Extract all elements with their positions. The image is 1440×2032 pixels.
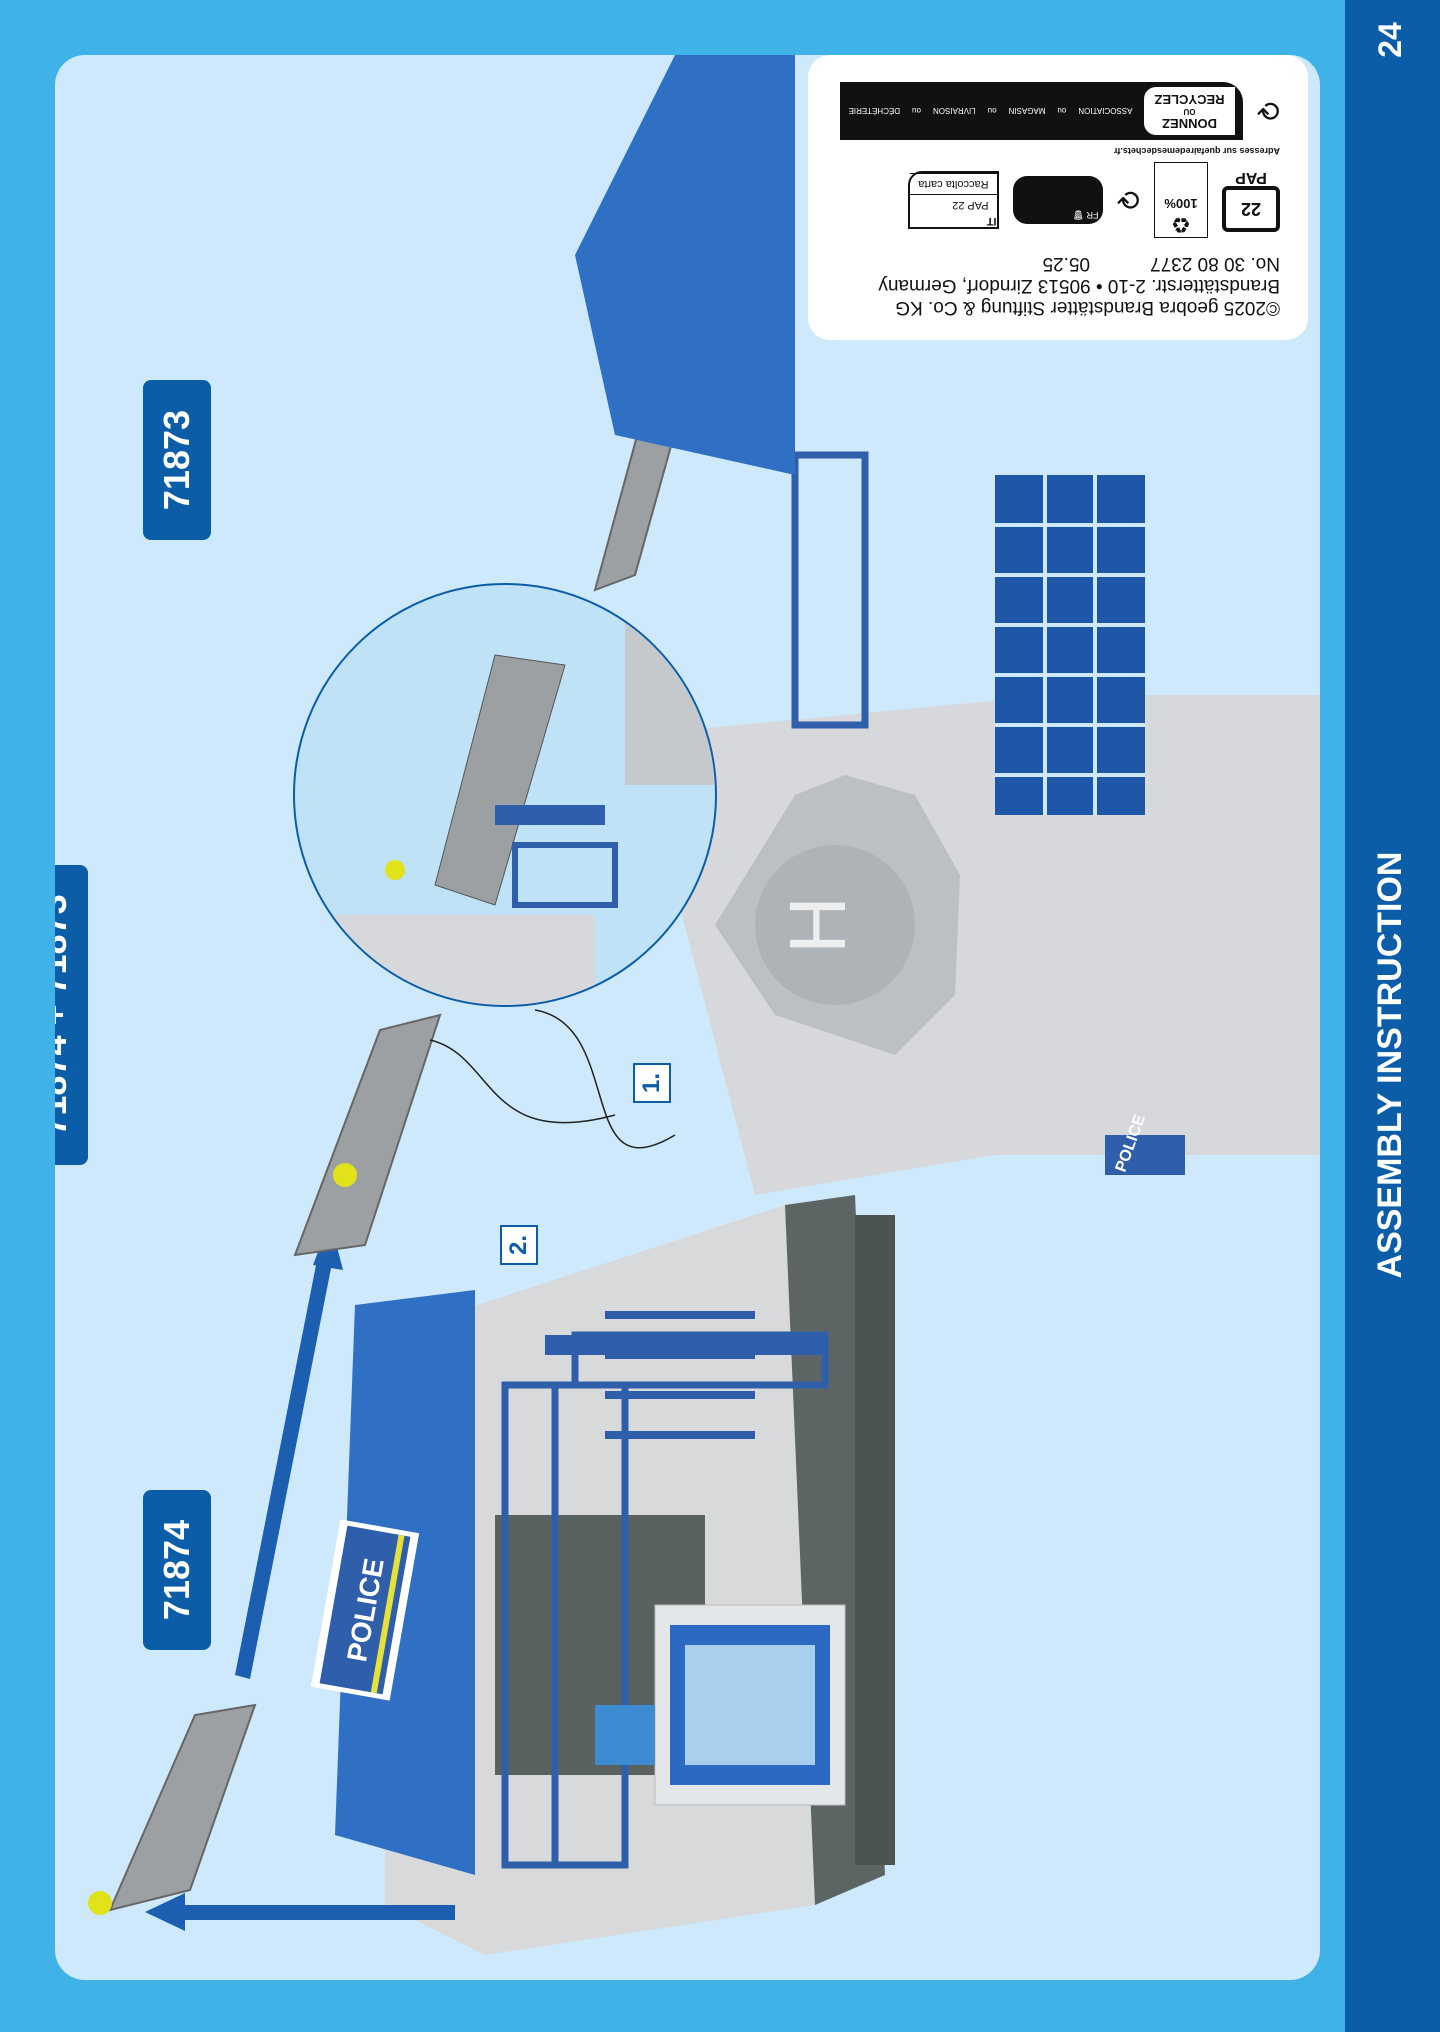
illustration-panel: POLICE H POLICE 71874 + 71873 71873 (55, 55, 1320, 1980)
website-text: Adresses sur quefairedemesdechets.fr (1113, 146, 1280, 156)
police-sign: POLICE (310, 1519, 420, 1701)
set-tag-71873: 71873 (143, 380, 211, 540)
set-tag-71874-label: 71874 (156, 1519, 197, 1621)
triman-icon-2: ⟳ (1256, 95, 1280, 127)
set-tag-71873-label: 71873 (156, 409, 197, 511)
police-station-71873: H POLICE (575, 55, 1320, 1195)
fr-paper-bin-icon: FR 🗑 (1012, 176, 1103, 224)
address-text: Brandstätterstr. 2-10 • 90513 Zirndorf, … (878, 275, 1280, 296)
item-number: No. 30 80 2377 (1150, 253, 1280, 274)
detail-zoom-circle (293, 583, 717, 1007)
set-tag-combined-label: 71874 + 71873 (55, 894, 74, 1136)
recycled-paper-icon: ♻100% (1154, 162, 1208, 238)
page-number: 24 (1371, 22, 1408, 58)
copyright-text: ©2025 geobra Brandstätter Stiftung & Co.… (895, 297, 1280, 318)
print-date: 05.25 (1042, 253, 1091, 274)
set-tag-71874: 71874 (143, 1490, 211, 1650)
section-title: ASSEMBLY INSTRUCTION (1370, 851, 1409, 1279)
step-2-label: 2. (500, 1225, 538, 1265)
assembly-illustration: POLICE H POLICE (88, 55, 1320, 1955)
svg-text:H: H (773, 896, 862, 954)
recycling-info-box: ©2025 geobra Brandstätter Stiftung & Co.… (808, 55, 1308, 340)
move-arrows (145, 1220, 455, 1931)
set-tag-combined: 71874 + 71873 (55, 865, 88, 1165)
police-station-71874 (335, 1195, 895, 1955)
triman-icon: ⟳ (1116, 184, 1140, 216)
step-1-label: 1. (633, 1063, 671, 1103)
side-strip: ASSEMBLY INSTRUCTION 24 (1345, 0, 1440, 2032)
